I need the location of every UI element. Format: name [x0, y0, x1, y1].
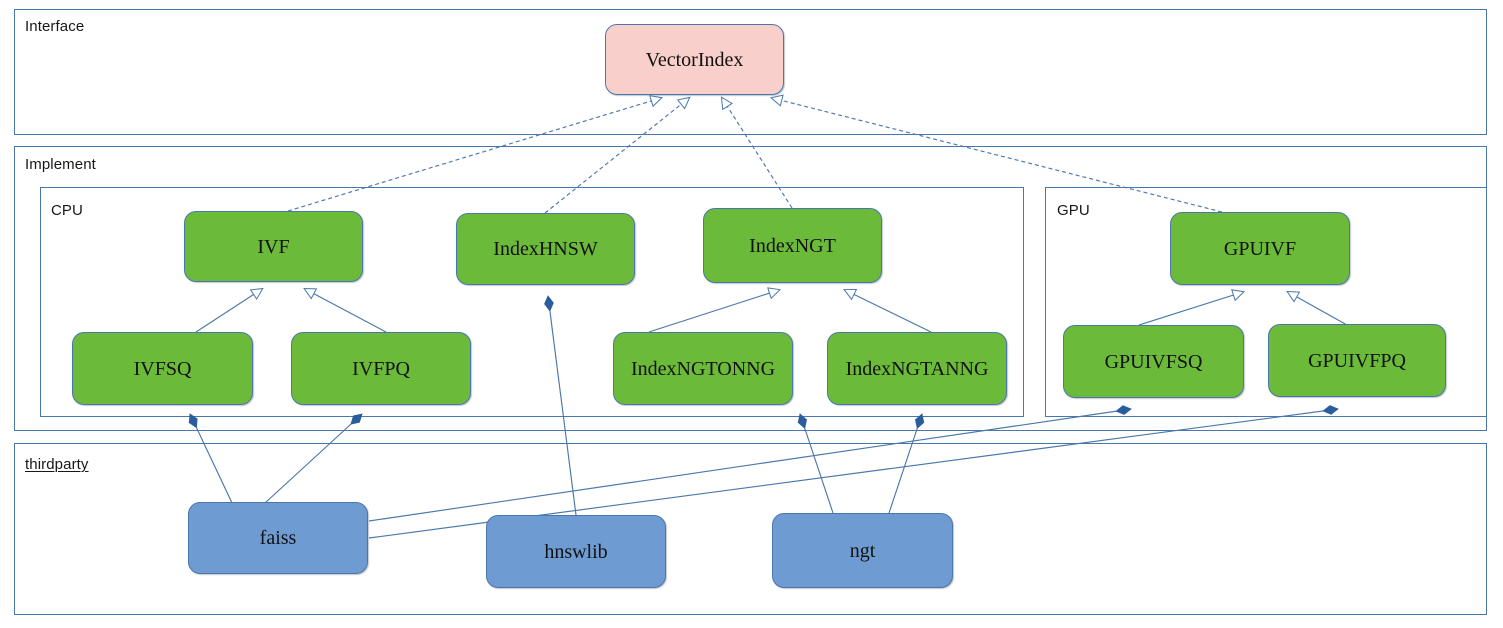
- group-label-cpu: CPU: [51, 202, 83, 219]
- node-ivf[interactable]: IVF: [184, 211, 363, 282]
- node-ivfsq[interactable]: IVFSQ: [72, 332, 253, 405]
- node-indexngtanng[interactable]: IndexNGTANNG: [827, 332, 1007, 405]
- node-gpuivfsq[interactable]: GPUIVFSQ: [1063, 325, 1244, 398]
- node-gpuivfpq[interactable]: GPUIVFPQ: [1268, 324, 1446, 397]
- spellcheck-squiggle: [25, 474, 105, 478]
- node-indexngtonng[interactable]: IndexNGTONNG: [613, 332, 793, 405]
- node-ivfpq[interactable]: IVFPQ: [291, 332, 471, 405]
- group-label-thirdparty: thirdparty: [25, 456, 89, 473]
- group-label-gpu: GPU: [1057, 202, 1090, 219]
- node-indexhnsw[interactable]: IndexHNSW: [456, 213, 635, 285]
- group-label-interface: Interface: [25, 18, 85, 35]
- node-indexngt[interactable]: IndexNGT: [703, 208, 882, 283]
- node-vectorindex[interactable]: VectorIndex: [605, 24, 784, 95]
- node-gpuivf[interactable]: GPUIVF: [1170, 212, 1350, 285]
- group-label-implement: Implement: [25, 156, 96, 173]
- node-ngt[interactable]: ngt: [772, 513, 953, 588]
- node-hnswlib[interactable]: hnswlib: [486, 515, 666, 588]
- node-faiss[interactable]: faiss: [188, 502, 368, 574]
